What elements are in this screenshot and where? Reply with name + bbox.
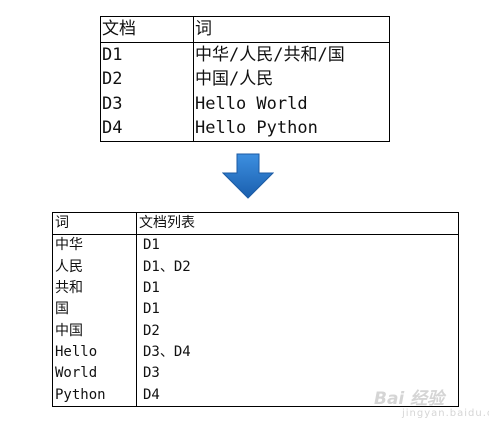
docs-cell: D1 xyxy=(143,301,160,318)
words-cell: 中国/人民 xyxy=(195,69,274,90)
docs-cell: D3 xyxy=(143,365,160,382)
header-word: 词 xyxy=(52,212,137,236)
word-cell: Hello xyxy=(52,341,137,364)
watermark-brand: Bai 经验 xyxy=(374,389,445,409)
docs-cell: D3、D4 xyxy=(143,343,191,360)
table-row: D4 Hello Python xyxy=(100,116,390,141)
words-cell: Hello World xyxy=(195,93,308,114)
word-cell: 中国 xyxy=(52,320,137,342)
word-cell: World xyxy=(52,363,137,385)
header-words: 词 xyxy=(193,16,390,43)
table-header-row: 文档 词 xyxy=(100,16,390,43)
words-cell: 中华/人民/共和/国 xyxy=(195,44,345,65)
doc-id-cell: D4 xyxy=(100,116,194,141)
table-row: D1 中华/人民/共和/国 xyxy=(100,42,390,67)
table-row: D3 Hello World xyxy=(100,91,390,116)
document-word-table: 文档 词 D1 中华/人民/共和/国 D2 中国/人民 D3 Hello Wor… xyxy=(100,16,390,142)
table-row: 中华 D1 xyxy=(52,234,459,257)
docs-cell: D1 xyxy=(143,237,160,254)
docs-cell: D1 xyxy=(143,280,160,297)
header-document-list: 文档列表 xyxy=(136,212,459,236)
table-row: Python D4 xyxy=(52,384,459,407)
table-row: World D3 xyxy=(52,363,459,385)
docs-cell: D2 xyxy=(143,322,160,339)
table-row: 国 D1 xyxy=(52,299,459,321)
table-row: D2 中国/人民 xyxy=(100,67,390,92)
table-row: Hello D3、D4 xyxy=(52,341,459,364)
word-cell: 人民 xyxy=(52,256,137,278)
inverted-index-table: 词 文档列表 中华 D1 人民 D1、D2 共和 D1 国 D1 中国 D2 H… xyxy=(52,212,459,407)
docs-cell: D1、D2 xyxy=(143,258,191,275)
watermark-url: jingyan.baidu.com xyxy=(402,408,489,419)
doc-id-cell: D1 xyxy=(100,42,194,67)
table-row: 中国 D2 xyxy=(52,320,459,342)
baidu-jingyan-watermark: Bai 经验 jingyan.baidu.com xyxy=(372,380,489,426)
down-arrow-icon xyxy=(222,153,274,199)
word-cell: 国 xyxy=(52,299,137,321)
table-row: 人民 D1、D2 xyxy=(52,256,459,278)
word-cell: 共和 xyxy=(52,277,137,300)
words-cell: Hello Python xyxy=(195,118,318,139)
header-document: 文档 xyxy=(100,16,194,43)
table-header-row: 词 文档列表 xyxy=(52,212,459,236)
word-cell: 中华 xyxy=(52,234,137,257)
doc-id-cell: D3 xyxy=(100,91,194,116)
doc-id-cell: D2 xyxy=(100,67,194,92)
docs-cell: D4 xyxy=(143,386,160,403)
word-cell: Python xyxy=(52,384,137,407)
table-row: 共和 D1 xyxy=(52,277,459,300)
